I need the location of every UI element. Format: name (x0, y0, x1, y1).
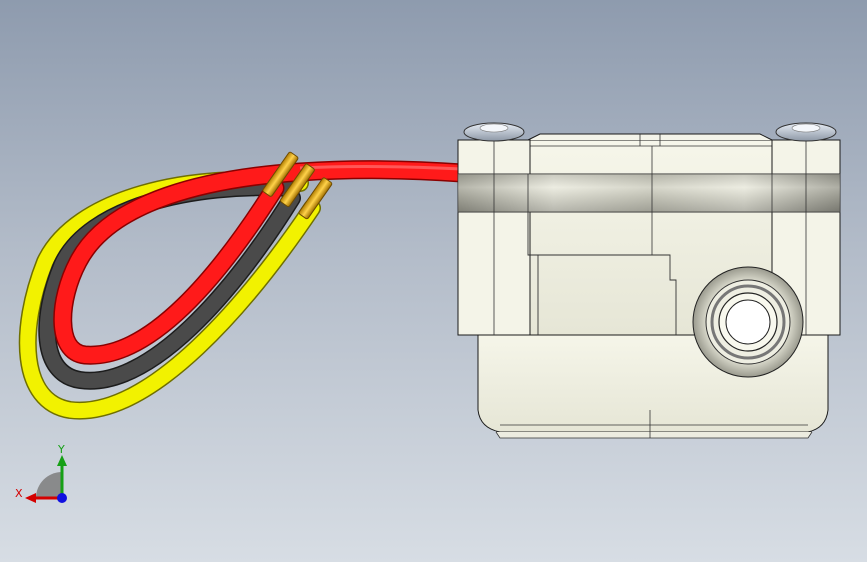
wire-bundle (18, 151, 472, 420)
yellow-pin (298, 177, 333, 220)
z-axis-dot (57, 493, 67, 503)
right-screw (775, 122, 837, 142)
left-screw (463, 122, 525, 142)
triad-arc (36, 472, 62, 498)
black-pin (279, 163, 315, 207)
red-wire-fill (54, 161, 470, 364)
red-pin (262, 151, 299, 197)
wire-pins (262, 151, 333, 220)
cable-port (692, 266, 804, 378)
axis-triad: Y X (15, 443, 67, 503)
y-axis-label: Y (57, 443, 65, 456)
yellow-wire-fill (20, 172, 320, 419)
sensor-housing (457, 122, 841, 439)
x-axis-label: X (15, 487, 23, 500)
